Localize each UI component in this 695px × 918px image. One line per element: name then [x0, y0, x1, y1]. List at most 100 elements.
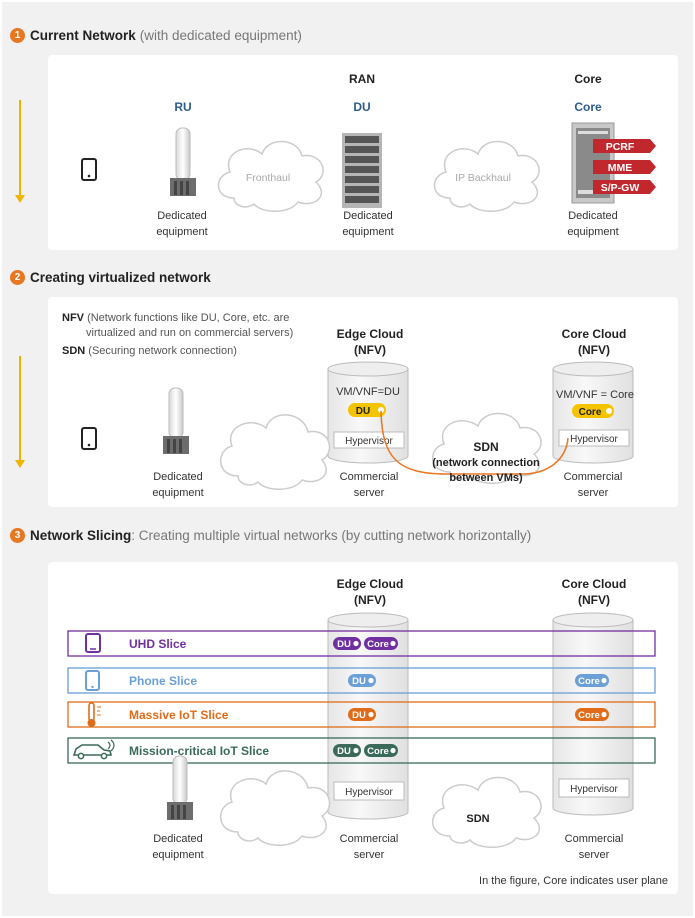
- phone-slice-device-icon: [85, 670, 100, 691]
- core-group-label: Core: [574, 72, 602, 86]
- spgw-label: S/P-GW: [593, 180, 656, 194]
- uhd-slice-label: UHD Slice: [129, 637, 187, 651]
- s3-cloud-sdn: [432, 776, 542, 848]
- cloud-sec2-blank: [219, 414, 331, 490]
- s3-core-cloud-nfv: (NFV): [578, 593, 610, 607]
- du-vnf-pill: DU: [348, 403, 386, 417]
- radio-unit-icon: [170, 127, 196, 196]
- section3-header: 3 Network Slicing : Creating multiple vi…: [10, 528, 531, 543]
- du-label: DU: [353, 100, 370, 114]
- core-commercial-line2: server: [578, 487, 609, 499]
- uhd-slice-row: [67, 630, 656, 657]
- phone-slice-label: Phone Slice: [129, 674, 197, 688]
- s3-cloud-left: [219, 770, 331, 846]
- hypervisor-edge-label: Hypervisor: [345, 436, 393, 447]
- sdn-connection-path: [380, 410, 569, 475]
- section2-number: 2: [10, 270, 25, 285]
- section1-subtitle: (with dedicated equipment): [139, 28, 302, 43]
- fronthaul-label: Fronthaul: [246, 172, 290, 184]
- core-commercial-line1: Commercial: [564, 471, 623, 483]
- section1-title: Current Network: [30, 28, 136, 43]
- flow-arrowhead-2: [15, 460, 25, 468]
- s3-dedicated-line2: equipment: [152, 849, 203, 861]
- core-dedicated-line1: Dedicated: [568, 210, 618, 222]
- phone-slice-row: [67, 667, 656, 694]
- sdn-description: SDN (Securing network connection): [62, 345, 237, 357]
- server-rack-icon: [342, 133, 382, 208]
- core-cloud-title: Core Cloud: [562, 327, 627, 341]
- s3-core-commercial-line2: server: [579, 849, 610, 861]
- edge-cloud-title: Edge Cloud: [337, 327, 404, 341]
- svg-text:Core: Core: [579, 407, 602, 418]
- svg-text:Core: Core: [367, 639, 389, 650]
- s3-sdn-label: SDN: [466, 813, 489, 825]
- core-dedicated-line2: equipment: [567, 226, 618, 238]
- phone-slice-core-core-pill: Core: [575, 674, 609, 687]
- core-label: Core: [574, 100, 602, 114]
- s3-dedicated-line1: Dedicated: [153, 833, 203, 845]
- hypervisor-box-core: [558, 429, 630, 447]
- hypervisor-core-label: Hypervisor: [570, 434, 618, 445]
- svg-text:Core: Core: [367, 746, 389, 757]
- phone-icon-2: [81, 427, 97, 450]
- mission-critical-iot-slice-edge-du-pill: DU: [333, 744, 361, 757]
- edge-cloud-nfv: (NFV): [354, 343, 386, 357]
- nfv-description-line1: NFV (Network functions like DU, Core, et…: [62, 312, 289, 324]
- thermometer-icon: [87, 702, 101, 727]
- mission-critical-iot-slice-edge-core-pill: Core: [364, 744, 398, 757]
- sdn-title: SDN: [473, 440, 498, 454]
- svg-text:MME: MME: [608, 162, 633, 174]
- mission-critical-iot-slice-label: Mission-critical IoT Slice: [129, 744, 269, 758]
- core-cloud-nfv: (NFV): [578, 343, 610, 357]
- uhd-device-icon: [85, 633, 101, 653]
- s3-edge-cloud-nfv: (NFV): [354, 593, 386, 607]
- du-dedicated-line2: equipment: [342, 226, 393, 238]
- ran-label: RAN: [349, 72, 375, 86]
- phone-icon: [81, 158, 97, 181]
- pcrf-label: PCRF: [593, 139, 656, 153]
- sec2-dedicated-line1: Dedicated: [153, 471, 203, 483]
- s3-core-cloud-title: Core Cloud: [562, 577, 627, 591]
- massive-iot-slice-core-core-pill: Core: [575, 708, 609, 721]
- s3-edge-commercial-line2: server: [354, 849, 385, 861]
- vm-core-label: VM/VNF = Core: [556, 389, 634, 401]
- svg-text:DU: DU: [337, 746, 351, 757]
- s3-edge-commercial-line1: Commercial: [340, 833, 399, 845]
- s3-core-commercial-line1: Commercial: [565, 833, 624, 845]
- svg-text:DU: DU: [352, 710, 366, 721]
- massive-iot-slice-edge-du-pill: DU: [348, 708, 376, 721]
- sdn-note-line2: between VMs): [449, 472, 523, 484]
- footnote: In the figure, Core indicates user plane: [479, 875, 668, 887]
- svg-text:S/P-GW: S/P-GW: [601, 182, 640, 194]
- section3-subtitle: : Creating multiple virtual networks (by…: [131, 528, 532, 543]
- edge-commercial-line1: Commercial: [340, 471, 399, 483]
- section1-header: 1 Current Network (with dedicated equipm…: [10, 28, 302, 43]
- section3-title: Network Slicing: [30, 528, 132, 543]
- sec2-dedicated-line2: equipment: [152, 487, 203, 499]
- s3-hypervisor-core-label: Hypervisor: [570, 784, 618, 795]
- svg-text:DU: DU: [356, 406, 370, 417]
- s3-edge-cloud-title: Edge Cloud: [337, 577, 404, 591]
- svg-text:PCRF: PCRF: [606, 141, 635, 153]
- section3-number: 3: [10, 528, 25, 543]
- s3-hypervisor-box-edge: [333, 781, 405, 801]
- radio-unit-icon-2: [163, 387, 189, 454]
- svg-text:Core: Core: [578, 710, 600, 721]
- ru-dedicated-line2: equipment: [156, 226, 207, 238]
- mme-label: MME: [593, 160, 656, 174]
- car-icon: [72, 739, 115, 760]
- phone-slice-edge-du-pill: DU: [348, 674, 376, 687]
- ip-backhaul-label: IP Backhaul: [455, 172, 511, 184]
- du-dedicated-line1: Dedicated: [343, 210, 393, 222]
- section2-title: Creating virtualized network: [30, 270, 211, 285]
- cloud-fronthaul: [217, 140, 324, 212]
- uhd-slice-edge-du-pill: DU: [333, 637, 361, 650]
- nfv-description-line2: virtualized and run on commercial server…: [86, 327, 293, 339]
- svg-text:Core: Core: [578, 676, 600, 687]
- cloud-ip-backhaul: [433, 140, 540, 212]
- ru-dedicated-line1: Dedicated: [157, 210, 207, 222]
- flow-arrowhead-1: [15, 195, 25, 203]
- section2-header: 2 Creating virtualized network: [10, 270, 211, 285]
